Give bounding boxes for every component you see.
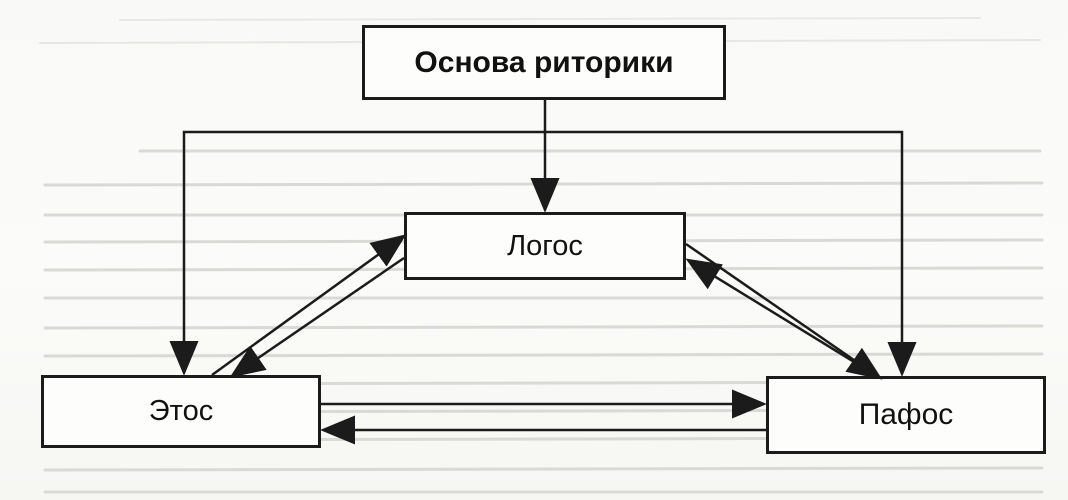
arrow-logos-to-ethos: [229, 256, 405, 378]
ethos-node-label: Этос: [148, 395, 214, 427]
arrow-ethos-to-logos: [211, 234, 407, 377]
root-node-box: Основа риторики: [362, 25, 726, 100]
ethos-node-box: Этос: [41, 375, 321, 448]
arrow-root-to-ethos: [169, 130, 545, 376]
arrow-root-to-pathos: [545, 130, 917, 377]
arrow-logos-to-pathos: [685, 242, 883, 380]
root-node-label: Основа риторики: [414, 45, 674, 79]
logos-node-box: Логос: [404, 212, 686, 280]
logos-node-label: Логос: [507, 229, 583, 262]
pathos-node-label: Пафос: [858, 398, 954, 431]
arrow-pathos-to-logos: [685, 258, 878, 378]
pathos-node-box: Пафос: [766, 376, 1046, 454]
